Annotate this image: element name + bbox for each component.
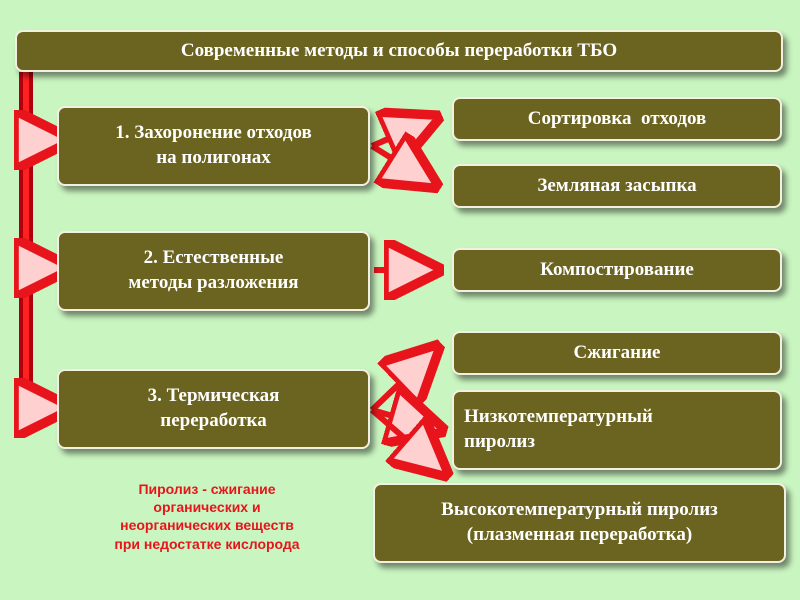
method-natural-line1: 2. Естественные bbox=[143, 247, 284, 269]
result-low-temp-pyrolysis: Низкотемпературный пиролиз bbox=[452, 390, 782, 470]
note-line-1: Пиролиз - сжигание bbox=[138, 481, 276, 497]
diagram-title-text: Современные методы и способы переработки… bbox=[180, 39, 618, 61]
result-high-temp-line1: Высокотемпературный пиролиз bbox=[441, 499, 718, 521]
method-thermal-line2: переработка bbox=[160, 410, 267, 431]
result-burning-text: Сжигание bbox=[573, 341, 661, 363]
note-line-2: органических и bbox=[153, 499, 261, 516]
note-line-3: неорганических веществ bbox=[120, 517, 294, 534]
arrow-to-earth-fill bbox=[370, 146, 420, 176]
result-low-temp-line1: Низкотемпературный bbox=[464, 406, 653, 428]
result-composting: Компостирование bbox=[452, 248, 782, 292]
method-landfill: 1. Захоронение отходов на полигонах bbox=[57, 106, 370, 186]
result-sorting: Сортировка отходов bbox=[452, 97, 782, 141]
method-natural-decomposition: 2. Естественные методы разложения bbox=[57, 231, 370, 311]
result-high-temp-line2: (плазменная переработка) bbox=[466, 524, 693, 545]
method-landfill-line2: на полигонах bbox=[156, 147, 271, 168]
note-line-4: при недостатке кислорода bbox=[114, 535, 300, 552]
method-natural-line2: методы разложения bbox=[128, 272, 299, 293]
result-burning: Сжигание bbox=[452, 331, 782, 375]
pyrolysis-note: Пиролиз - сжигание органических и неорга… bbox=[76, 480, 338, 553]
result-earth-fill: Земляная засыпка bbox=[452, 164, 782, 208]
arrow-to-sorting bbox=[370, 125, 420, 146]
method-thermal-line1: 3. Термическая bbox=[147, 385, 280, 407]
method-thermal-processing: 3. Термическая переработка bbox=[57, 369, 370, 449]
method-landfill-line1: 1. Захоронение отходов bbox=[115, 122, 312, 144]
arrow-to-high-temp bbox=[370, 407, 432, 462]
arrow-to-burning bbox=[369, 360, 424, 413]
diagram-title: Современные методы и способы переработки… bbox=[15, 30, 783, 72]
result-earth-fill-text: Земляная засыпка bbox=[537, 174, 697, 196]
result-high-temp-pyrolysis: Высокотемпературный пиролиз (плазменная … bbox=[373, 483, 786, 563]
result-composting-text: Компостирование bbox=[540, 258, 694, 280]
result-low-temp-line2: пиролиз bbox=[464, 431, 535, 452]
result-sorting-text: Сортировка отходов bbox=[527, 107, 707, 129]
